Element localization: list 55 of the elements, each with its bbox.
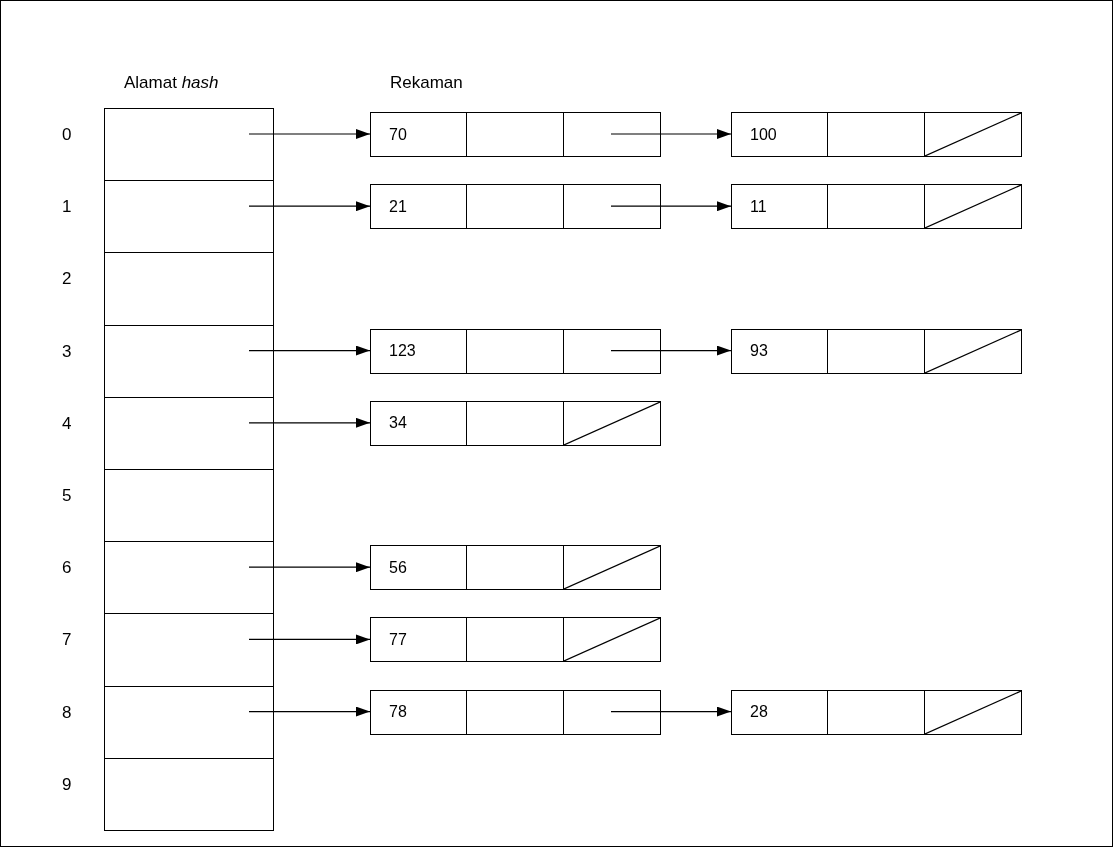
record-key: 34: [389, 411, 407, 436]
hash-table-cell: [104, 541, 274, 615]
record-box: [370, 617, 661, 663]
hash-index: 3: [62, 340, 72, 363]
hash-table-cell: [104, 396, 274, 470]
hash-table-cell: [104, 685, 274, 759]
hash-table-cell: [104, 180, 274, 254]
record-box: [731, 112, 1022, 157]
hash-table-cell: [104, 757, 274, 831]
arrow: [248, 706, 371, 717]
record-box: [731, 184, 1022, 230]
hash-index: 6: [62, 557, 72, 580]
hash-index: 1: [62, 196, 72, 219]
hash-index: 2: [62, 268, 72, 291]
hash-index: 7: [62, 629, 72, 652]
record-key: 78: [389, 700, 407, 725]
hash-index: 9: [62, 773, 72, 796]
arrow: [248, 634, 371, 645]
arrow: [248, 201, 371, 212]
arrow: [248, 562, 371, 573]
hash-table-cell: [104, 324, 274, 398]
record-box: [370, 689, 661, 735]
arrow: [248, 129, 371, 139]
record-key: 11: [750, 194, 767, 219]
record-key: 100: [750, 122, 777, 147]
record-box: [370, 328, 661, 374]
arrow: [610, 201, 732, 212]
hash-index: 4: [62, 412, 72, 435]
arrow: [610, 129, 732, 139]
record-key: 28: [750, 700, 768, 725]
hash-table-cell: [104, 108, 274, 182]
record-key: 77: [389, 627, 407, 652]
column-heading: Rekaman: [390, 72, 463, 94]
hash-table-cell: [104, 252, 274, 326]
record-box: [731, 328, 1022, 374]
record-key: 56: [389, 555, 407, 580]
arrow: [248, 345, 371, 356]
record-box: [370, 545, 661, 591]
record-box: [370, 112, 661, 157]
hash-index: 5: [62, 485, 72, 507]
hash-index: 8: [62, 701, 72, 724]
hash-table-cell: [104, 613, 274, 687]
hash-index: 0: [62, 124, 72, 146]
record-key: 93: [750, 339, 768, 364]
hash-table-cell: [104, 469, 274, 543]
record-key: 123: [389, 339, 416, 364]
record-key: 70: [389, 122, 407, 147]
arrow: [610, 345, 732, 356]
arrow: [248, 417, 371, 428]
record-box: [731, 689, 1022, 735]
record-key: 21: [389, 194, 407, 219]
record-box: [370, 184, 661, 230]
record-box: [370, 400, 661, 446]
arrow: [610, 706, 732, 717]
column-heading: Alamat hash: [124, 72, 219, 94]
